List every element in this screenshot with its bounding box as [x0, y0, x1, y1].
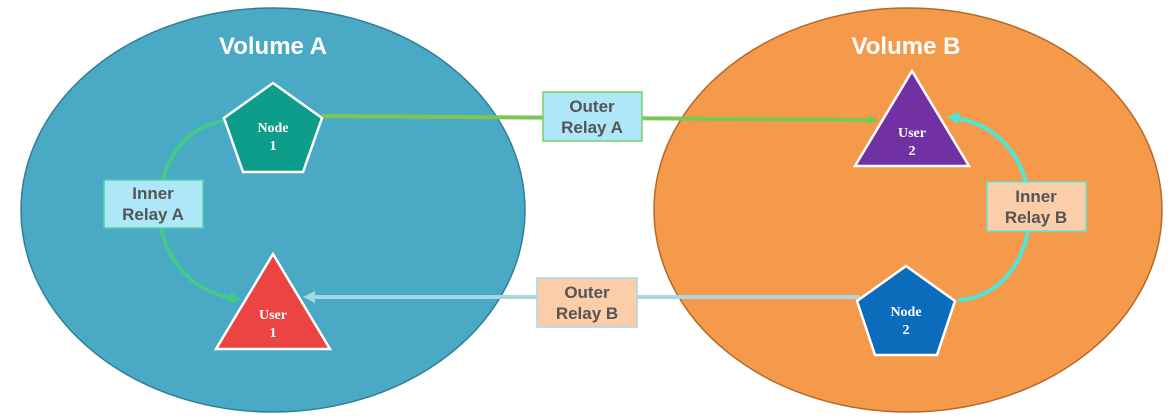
- outer-relay-a-box: Outer Relay A: [542, 91, 643, 142]
- volume-a-title: Volume A: [219, 33, 327, 60]
- volume-a-ellipse: [20, 7, 526, 413]
- node-1-pentagon: [222, 81, 324, 174]
- node-1-number: 1: [270, 139, 277, 154]
- volume-b-title: Volume B: [852, 33, 961, 60]
- inner-relay-a-box: Inner Relay A: [103, 179, 204, 229]
- outer-relay-b-line2: Relay B: [556, 304, 618, 323]
- outer-relay-b-box: Outer Relay B: [536, 277, 638, 328]
- inner-relay-b-line2: Relay B: [1005, 208, 1067, 227]
- inner-relay-b-box: Inner Relay B: [986, 181, 1087, 232]
- inner-relay-a-line1: Inner: [132, 184, 174, 203]
- volume-b-ellipse: [653, 7, 1163, 413]
- user-1-number: 1: [270, 326, 277, 341]
- user-1-triangle: [213, 251, 333, 351]
- outer-relay-b-line1: Outer: [564, 283, 610, 302]
- user-1-label: User: [259, 308, 287, 323]
- user-2-label: User: [898, 126, 926, 141]
- user-2-number: 2: [909, 144, 916, 159]
- node-2-pentagon: [855, 264, 957, 357]
- outer-relay-a-line2: Relay A: [561, 118, 623, 137]
- inner-relay-b-line1: Inner: [1015, 187, 1057, 206]
- node-2-label: Node: [890, 305, 921, 320]
- inner-relay-a-line2: Relay A: [122, 205, 184, 224]
- user-2-triangle: [852, 68, 972, 168]
- outer-relay-a-line1: Outer: [569, 97, 615, 116]
- node-1-label: Node: [257, 121, 288, 136]
- node-2-number: 2: [903, 323, 910, 338]
